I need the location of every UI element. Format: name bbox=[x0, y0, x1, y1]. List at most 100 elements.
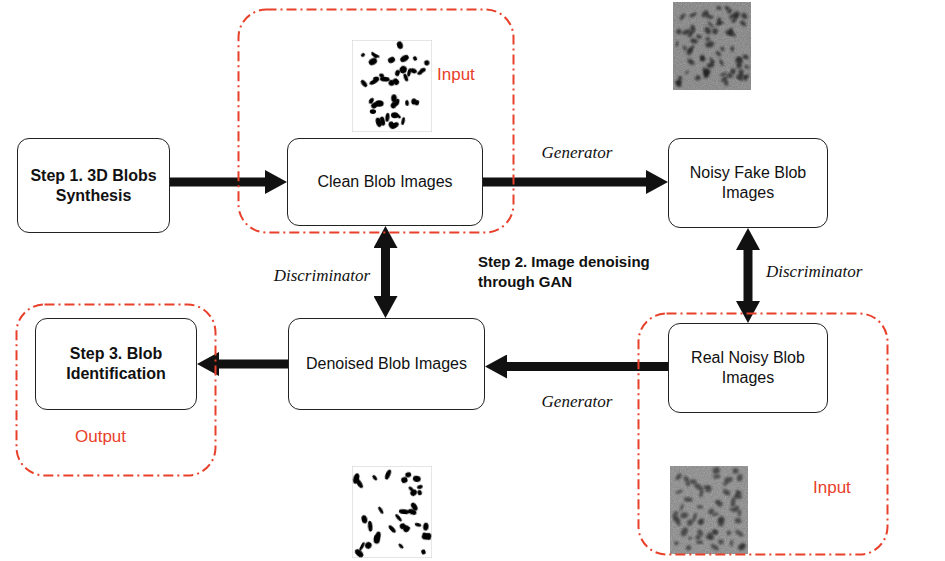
region-border bbox=[17, 305, 216, 476]
blob bbox=[373, 534, 380, 544]
blob bbox=[679, 503, 684, 511]
fat-arrow bbox=[170, 178, 265, 187]
blob bbox=[364, 541, 373, 550]
blob bbox=[401, 117, 406, 126]
edge-label: Generator bbox=[520, 143, 634, 163]
blob bbox=[738, 69, 744, 78]
blob bbox=[399, 54, 410, 64]
blob bbox=[402, 73, 409, 82]
blob bbox=[698, 517, 705, 524]
blob bbox=[730, 46, 734, 52]
blob bbox=[730, 540, 734, 547]
box-text: Noisy Fake Blob Images bbox=[679, 163, 817, 203]
process-box: Real Noisy Blob Images bbox=[668, 323, 828, 413]
blob bbox=[738, 543, 746, 550]
box-text: Step 3. Blob Identification bbox=[46, 344, 186, 384]
fat-arrow bbox=[483, 178, 646, 187]
blob bbox=[718, 539, 724, 544]
blob bbox=[388, 79, 396, 87]
blob bbox=[372, 474, 378, 481]
blob bbox=[703, 70, 710, 77]
blob bbox=[686, 545, 692, 551]
blob bbox=[726, 530, 732, 536]
blob bbox=[715, 499, 724, 508]
noisy-fake-image bbox=[673, 2, 751, 90]
region-label: Output bbox=[75, 427, 126, 447]
blob bbox=[700, 56, 706, 62]
blob bbox=[736, 493, 743, 499]
blob bbox=[389, 101, 398, 110]
blob bbox=[378, 73, 384, 79]
dashed-region: Output Step 3. Blob Identification bbox=[15, 303, 217, 477]
blob bbox=[703, 26, 712, 36]
blob bbox=[730, 68, 736, 75]
blob bbox=[374, 117, 382, 128]
image-ground bbox=[673, 2, 751, 90]
image-ground bbox=[670, 466, 748, 554]
blob bbox=[690, 24, 696, 32]
blob bbox=[679, 13, 687, 21]
blob bbox=[424, 60, 430, 66]
edge-label: Generator bbox=[520, 392, 634, 412]
blob bbox=[717, 515, 725, 524]
fat-arrow bbox=[219, 360, 288, 369]
region-label: Input bbox=[437, 65, 475, 85]
blob bbox=[396, 113, 402, 119]
fat-arrow bbox=[744, 250, 753, 301]
blob bbox=[696, 505, 703, 509]
blob bbox=[692, 39, 698, 43]
blob bbox=[704, 485, 712, 493]
blob bbox=[396, 41, 404, 50]
blob bbox=[414, 522, 421, 527]
blob bbox=[412, 56, 418, 62]
blob bbox=[390, 121, 400, 130]
blob bbox=[733, 505, 739, 512]
blob bbox=[718, 59, 724, 67]
blob bbox=[370, 109, 376, 114]
blob bbox=[370, 101, 378, 109]
blob bbox=[417, 489, 423, 495]
process-box: Clean Blob Images bbox=[287, 138, 483, 226]
blob bbox=[675, 489, 683, 494]
blob bbox=[724, 476, 734, 483]
blob bbox=[732, 468, 739, 475]
blob bbox=[734, 517, 741, 523]
blob bbox=[419, 67, 427, 74]
blob bbox=[740, 12, 748, 20]
blob bbox=[423, 522, 429, 530]
blob bbox=[693, 482, 704, 492]
denoised-blob-image bbox=[352, 466, 432, 558]
blob bbox=[679, 526, 689, 537]
blob bbox=[684, 497, 693, 502]
blob bbox=[722, 488, 731, 497]
process-box: Denoised Blob Images bbox=[288, 318, 485, 410]
blob bbox=[696, 34, 703, 39]
region-border bbox=[639, 314, 888, 555]
image-noise bbox=[673, 2, 751, 90]
blob bbox=[682, 45, 687, 51]
blob bbox=[408, 486, 415, 492]
region-label: Input bbox=[813, 478, 851, 498]
image-frame bbox=[352, 466, 432, 558]
blob bbox=[675, 28, 683, 36]
blob bbox=[387, 56, 396, 64]
blob bbox=[391, 94, 397, 102]
box-text: Real Noisy Blob Images bbox=[679, 348, 817, 388]
blob bbox=[683, 475, 690, 483]
blob bbox=[737, 542, 747, 552]
blob bbox=[744, 65, 750, 70]
blob bbox=[403, 524, 411, 530]
blob bbox=[712, 28, 718, 34]
blob bbox=[686, 518, 695, 527]
blob bbox=[410, 67, 418, 74]
blob bbox=[360, 52, 365, 57]
blob bbox=[377, 506, 384, 514]
dashed-region: Input Real Noisy Blob Images bbox=[637, 312, 889, 556]
image-frame bbox=[352, 40, 432, 132]
blob bbox=[394, 69, 400, 76]
blob bbox=[405, 472, 412, 479]
blob bbox=[707, 532, 714, 541]
blob bbox=[412, 475, 421, 483]
blob bbox=[384, 469, 392, 481]
